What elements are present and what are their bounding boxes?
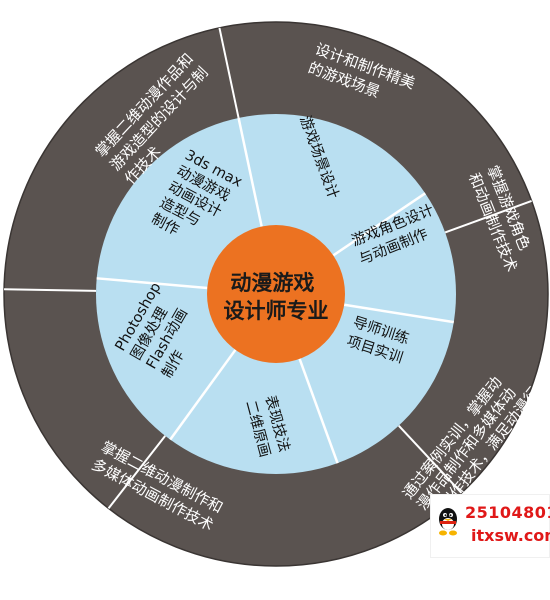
- outer-divider-2: [398, 424, 463, 494]
- inner-divider-4: [169, 349, 237, 441]
- outer-divider-1: [444, 200, 532, 234]
- watermark-badge: 251048012 itxsw.com: [430, 494, 550, 558]
- center-title: 动漫游戏 设计师专业: [224, 271, 329, 323]
- segment-dividers: [4, 27, 532, 509]
- inner-divider-1: [332, 192, 426, 257]
- inner-divider-0: [237, 117, 263, 227]
- outer-divider-0: [218, 27, 240, 119]
- inner-divider-5: [96, 277, 208, 290]
- outer-divider-3: [107, 435, 166, 509]
- qq-penguin-icon: [439, 508, 457, 536]
- outer-divider-4: [4, 288, 97, 292]
- qq-number: 251048012: [465, 503, 550, 522]
- inner-divider-3: [298, 358, 339, 464]
- inner-divider-2: [343, 303, 454, 324]
- center-circle: [207, 225, 345, 363]
- site-url: itxsw.com: [471, 526, 550, 545]
